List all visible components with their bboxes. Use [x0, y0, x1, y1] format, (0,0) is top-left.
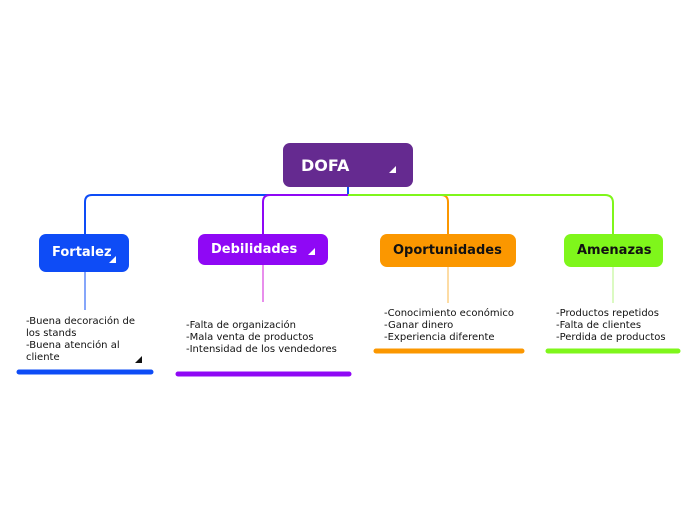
branch-node-fortalezas[interactable]: Fortalezas [39, 234, 129, 272]
note-item: -Buena decoración de los stands [26, 316, 136, 339]
collapse-toggle-icon[interactable] [308, 248, 315, 255]
note-item: -Perdida de productos [556, 332, 666, 343]
branch-node-debilidades[interactable]: Debilidades [198, 234, 328, 265]
note-item: -Experiencia diferente [384, 332, 495, 343]
connector-debilidades [262, 194, 348, 234]
connector-fortalezas [84, 187, 349, 234]
note-item: -Falta de organización [186, 320, 297, 331]
connector-amenazas [348, 194, 614, 234]
branch-label-amenazas: Amenazas [577, 243, 652, 258]
notes-debilidades[interactable]: -Falta de organización -Mala venta de pr… [186, 320, 337, 356]
note-item: -Intensidad de los vendedores [186, 344, 337, 355]
expand-notes-icon[interactable] [135, 356, 142, 363]
branch-label-debilidades: Debilidades [211, 242, 298, 257]
branch-label-oportunidades: Oportunidades [393, 243, 502, 258]
notes-amenazas[interactable]: -Productos repetidos -Falta de clientes … [556, 308, 666, 344]
collapse-toggle-icon[interactable] [389, 166, 396, 173]
note-item: -Ganar dinero [384, 320, 454, 331]
branch-node-oportunidades[interactable]: Oportunidades [380, 234, 516, 267]
note-item: -Buena atención al cliente [26, 340, 120, 363]
note-item: -Conocimiento económico [384, 308, 515, 319]
note-item: -Falta de clientes [556, 320, 642, 331]
connector-oportunidades [348, 194, 449, 234]
root-node-dofa[interactable]: DOFA [283, 143, 413, 187]
note-item: -Mala venta de productos [186, 332, 314, 343]
collapse-toggle-icon[interactable] [109, 256, 116, 263]
notes-oportunidades[interactable]: -Conocimiento económico -Ganar dinero -E… [384, 308, 514, 344]
root-node-label: DOFA [301, 155, 350, 175]
branch-label-fortalezas: Fortalezas [52, 245, 112, 260]
notes-fortalezas[interactable]: -Buena decoración de los stands -Buena a… [26, 316, 146, 366]
note-item: -Productos repetidos [556, 308, 660, 319]
branch-node-amenazas[interactable]: Amenazas [564, 234, 663, 267]
